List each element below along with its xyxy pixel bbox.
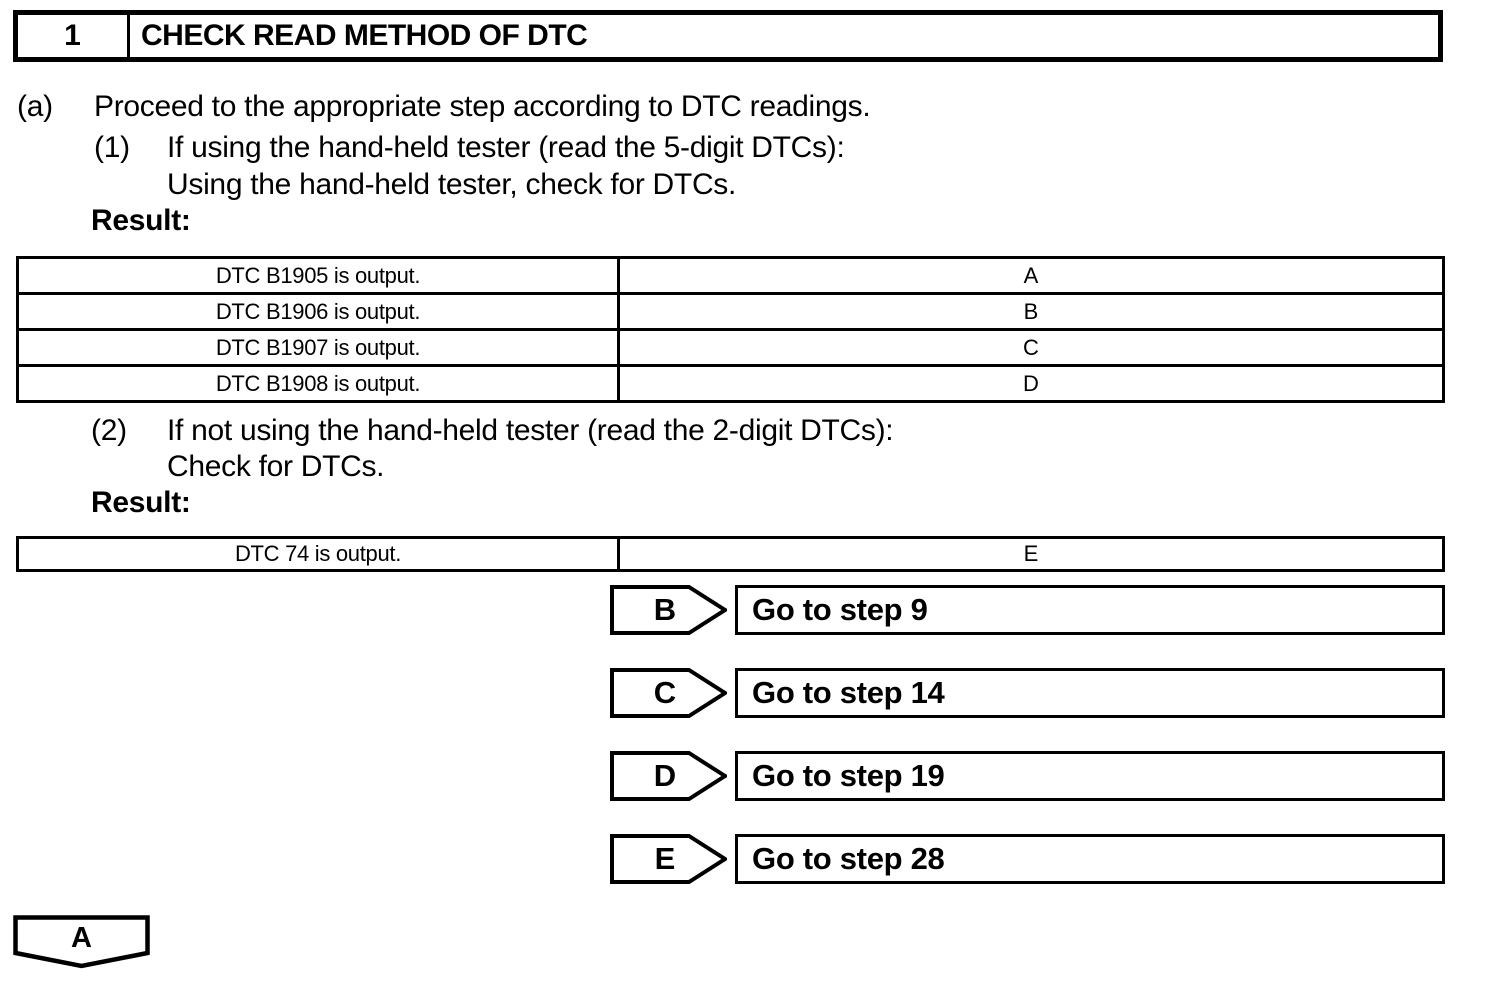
proceed-cell: B [1023, 298, 1039, 324]
sub1-line2: Using the hand-held tester, check for DT… [167, 168, 737, 201]
result2-label: Result: [91, 486, 191, 519]
route-letter: C [653, 675, 677, 710]
table-row: DTC B1906 is output. B [19, 295, 1442, 331]
sub2-label: (2) [91, 414, 127, 447]
step-header: 1 CHECK READ METHOD OF DTC [13, 10, 1443, 62]
route-row-d: D Go to step 19 [610, 751, 1445, 801]
route-arrow-icon [610, 751, 727, 801]
step-title: CHECK READ METHOD OF DTC [141, 19, 588, 52]
condition-cell: DTC B1908 is output. [19, 367, 620, 400]
continuation-marker: A [13, 915, 150, 969]
table-row: DTC B1905 is output. A [19, 259, 1442, 295]
condition-cell: DTC B1906 is output. [19, 295, 620, 328]
result-table-2: DTC 74 is output. E [16, 536, 1445, 572]
route-action: Go to step 9 [735, 585, 1445, 635]
table-row: DTC B1908 is output. D [19, 367, 1442, 400]
table-row: DTC B1907 is output. C [19, 331, 1442, 367]
continuation-letter: A [71, 921, 92, 954]
route-arrow-icon [610, 668, 727, 718]
proceed-cell: D [1023, 370, 1039, 396]
sub2-line1: If not using the hand-held tester (read … [167, 414, 894, 447]
route-letter: D [653, 758, 677, 793]
route-arrow-icon [610, 585, 727, 635]
item-a-label: (a) [17, 90, 53, 123]
sub2-line2: Check for DTCs. [167, 450, 385, 483]
route-letter: E [654, 841, 676, 876]
item-a-text: Proceed to the appropriate step accordin… [94, 90, 871, 123]
route-action: Go to step 19 [735, 751, 1445, 801]
route-action: Go to step 14 [735, 668, 1445, 718]
sub1-label: (1) [94, 131, 130, 164]
condition-cell: DTC 74 is output. [19, 539, 620, 569]
condition-cell: DTC B1905 is output. [19, 259, 620, 292]
result1-label: Result: [91, 204, 191, 237]
step-number: 1 [18, 15, 130, 57]
condition-cell: DTC B1907 is output. [19, 331, 620, 364]
route-letter: B [653, 592, 677, 627]
route-action: Go to step 28 [735, 834, 1445, 884]
proceed-cell: E [1023, 541, 1039, 566]
route-row-c: C Go to step 14 [610, 668, 1445, 718]
proceed-cell: A [1023, 262, 1039, 288]
sub1-line1: If using the hand-held tester (read the … [167, 131, 845, 164]
route-row-b: B Go to step 9 [610, 585, 1445, 635]
table-row: DTC 74 is output. E [19, 539, 1442, 569]
result-table-1: DTC B1905 is output. A DTC B1906 is outp… [16, 256, 1445, 403]
banner-down-icon [13, 915, 150, 969]
route-row-e: E Go to step 28 [610, 834, 1445, 884]
route-arrow-icon [610, 834, 727, 884]
proceed-cell: C [1023, 334, 1039, 360]
